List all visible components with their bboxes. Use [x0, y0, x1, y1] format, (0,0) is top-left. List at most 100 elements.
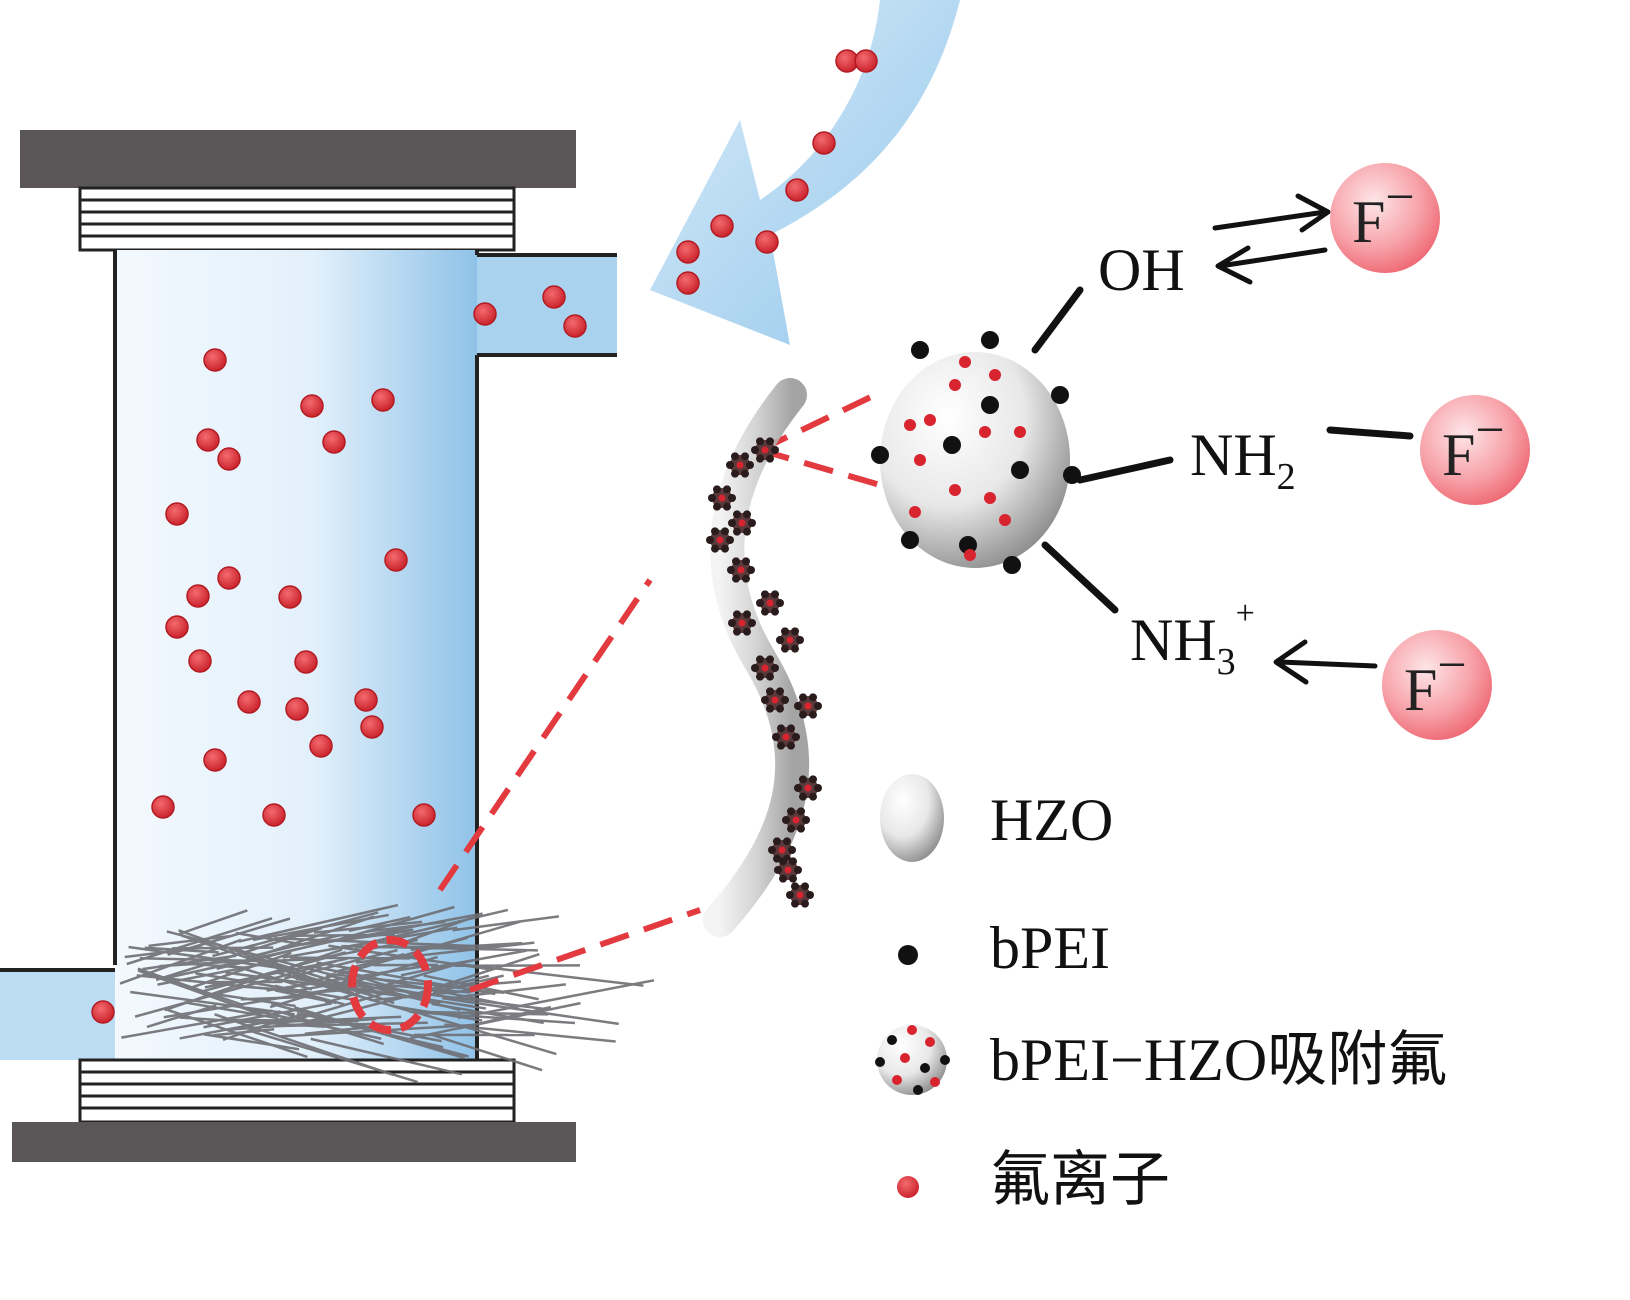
- fluoride-dot: [262, 803, 286, 827]
- fluoride-ion-nh3: F−: [1382, 630, 1492, 740]
- bpei-hzo-particle: [756, 590, 784, 616]
- fluoride-dot: [217, 566, 241, 590]
- bpei-hzo-particle: [708, 485, 736, 511]
- legend-item-bpei: bPEI: [898, 915, 1110, 981]
- fiber-line: [121, 1009, 273, 1039]
- fiber-line: [310, 1037, 463, 1076]
- bpei-hzo-particle: [794, 693, 822, 719]
- legend-item-fluoride: 氟离子: [897, 1147, 1170, 1213]
- fiber-line: [412, 1010, 576, 1025]
- fiber-line: [409, 1001, 581, 1040]
- fluoride-dot: [949, 379, 961, 391]
- fluoride-dot: [914, 454, 926, 466]
- legend-item-hzo: HZO: [880, 774, 1113, 862]
- bpei-hzo-particle: [726, 452, 754, 478]
- fluoride-dot: [563, 314, 587, 338]
- fiber-line: [148, 934, 231, 948]
- fluoride-dot: [371, 388, 395, 412]
- fluoride-dot: [278, 585, 302, 609]
- red-dot-icon: [897, 1176, 919, 1198]
- fluoride-dot: [203, 748, 227, 772]
- bpei-dot: [981, 331, 999, 349]
- bpei-hzo-particle: [727, 557, 755, 583]
- fluoride-dot: [412, 803, 436, 827]
- fluoride-dot: [676, 271, 700, 295]
- fluoride-dot: [309, 734, 333, 758]
- fiber-line: [142, 954, 237, 971]
- bpei-dot: [981, 396, 999, 414]
- fluoride-dot: [909, 506, 921, 518]
- fiber-line: [338, 905, 455, 941]
- fiber-line: [157, 959, 279, 986]
- fluoride-dot: [949, 484, 961, 496]
- hzo-sphere: [880, 352, 1070, 568]
- fiber-line: [238, 903, 399, 943]
- fluoride-dot: [542, 285, 566, 309]
- fiber-line: [316, 961, 496, 996]
- fiber-line: [252, 913, 389, 942]
- fluoride-dot: [322, 430, 346, 454]
- bpei-hzo-particle: [728, 610, 756, 636]
- fiber-line: [444, 1023, 616, 1043]
- bond-nh3: [1041, 541, 1119, 614]
- fiber-line: [134, 959, 337, 1018]
- strand-particles: [706, 437, 822, 908]
- fluoride-dot: [217, 447, 241, 471]
- fiber-line: [184, 1001, 279, 1020]
- fluoride-dot: [904, 419, 916, 431]
- fiber-line: [336, 929, 410, 943]
- fluoride-dot: [196, 428, 220, 452]
- fluoride-dot: [812, 131, 836, 155]
- fluoride-dot: [854, 49, 878, 73]
- fluoride-dot: [999, 514, 1011, 526]
- black-dot-icon: [898, 945, 918, 965]
- label-nh2: NH2: [1190, 422, 1296, 498]
- fiber-line: [234, 984, 307, 993]
- bottom-cap: [12, 1122, 576, 1162]
- fiber-line: [251, 1030, 419, 1084]
- svg-text:F−: F−: [1352, 169, 1415, 255]
- bpei-dot: [1051, 386, 1069, 404]
- fiber-line: [271, 1002, 469, 1058]
- fluoride-dot: [710, 214, 734, 238]
- top-flange-lines: [80, 198, 514, 238]
- fluoride-dot: [300, 394, 324, 418]
- fluoride-dot: [959, 356, 971, 368]
- bpei-hzo-particle: [751, 655, 779, 681]
- fluoride-dot: [989, 369, 1001, 381]
- magnify-ring: [348, 936, 432, 1034]
- svg-text:bPEI: bPEI: [990, 915, 1110, 981]
- bpei-dot: [1011, 461, 1029, 479]
- sphere-dots: [871, 331, 1081, 574]
- fiber-line: [179, 1013, 305, 1040]
- fiber-line: [144, 946, 219, 954]
- fluoride-dot: [91, 1000, 115, 1024]
- fluoride-dot: [984, 492, 996, 504]
- fiber-line: [430, 949, 527, 970]
- fiber-line: [452, 915, 560, 932]
- fiber-line: [283, 948, 398, 980]
- fluoride-dot: [165, 615, 189, 639]
- fluoride-dot: [755, 230, 779, 254]
- legend-item-bpei-hzo: bPEI−HZO吸附氟: [875, 1025, 1447, 1095]
- fluoride-dot: [237, 690, 261, 714]
- bpei-dot: [959, 536, 977, 554]
- fiber-line: [366, 920, 446, 933]
- fluoride-dot: [964, 549, 976, 561]
- fiber-line: [166, 930, 334, 977]
- fluoride-dot: [354, 688, 378, 712]
- fiber-line: [355, 941, 535, 964]
- svg-text:氟离子: 氟离子: [990, 1147, 1170, 1213]
- fiber-line: [456, 983, 567, 999]
- fiber-line: [348, 915, 411, 933]
- fiber-line: [235, 931, 305, 946]
- fiber-line: [171, 946, 274, 950]
- bottom-flange-lines: [80, 1070, 514, 1110]
- bpei-hzo-particle: [776, 627, 804, 653]
- top-cap: [20, 130, 576, 188]
- fiber-line: [430, 1033, 543, 1072]
- bpei-dot: [901, 531, 919, 549]
- fiber-line: [130, 990, 295, 1016]
- fiber-line: [203, 1033, 300, 1051]
- svg-text:F−: F−: [1404, 637, 1467, 723]
